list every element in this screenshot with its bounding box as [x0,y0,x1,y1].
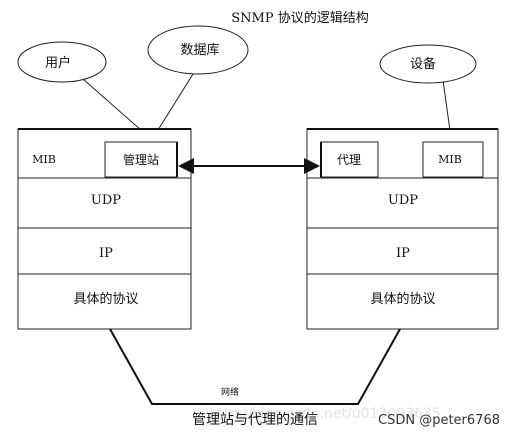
right-udp-label: UDP [388,193,418,208]
right-mib-box [422,141,484,178]
right-stack: 代理 MIB UDP IP 具体的协议 [306,128,499,330]
right-mib-label: MIB [438,153,462,166]
csdn-watermark: CSDN @peter6768 [378,413,500,428]
manager-label: 管理站 [123,152,159,167]
agent-label: 代理 [337,153,361,167]
left-udp-label: UDP [91,193,121,208]
manager-box [104,141,178,178]
left-stack: MIB 管理站 UDP IP 具体的协议 [17,128,192,330]
network-label: 网络 [221,386,239,398]
user-label: 用户 [45,55,71,71]
database-ellipse: 数据库 [147,25,249,75]
user-ellipse: 用户 [17,41,107,83]
device-label: 设备 [410,56,436,72]
database-label: 数据库 [180,42,219,58]
database-connector [152,73,194,139]
right-ip-label: IP [396,246,410,261]
left-protocol-label: 具体的协议 [73,291,138,307]
diagram-title: SNMP 协议的逻辑结构 [231,10,368,26]
left-mib-label: MIB [32,153,56,166]
faint-watermark: http://blog.csdn.net/u013093635 [209,406,441,422]
network-path [109,328,401,405]
right-protocol-label: 具体的协议 [370,291,435,307]
diagram-caption: 管理站与代理的通信 [192,412,318,428]
agent-box [320,141,379,178]
device-ellipse: 设备 [379,44,477,84]
user-connector [74,71,151,139]
left-ip-label: IP [99,246,113,261]
